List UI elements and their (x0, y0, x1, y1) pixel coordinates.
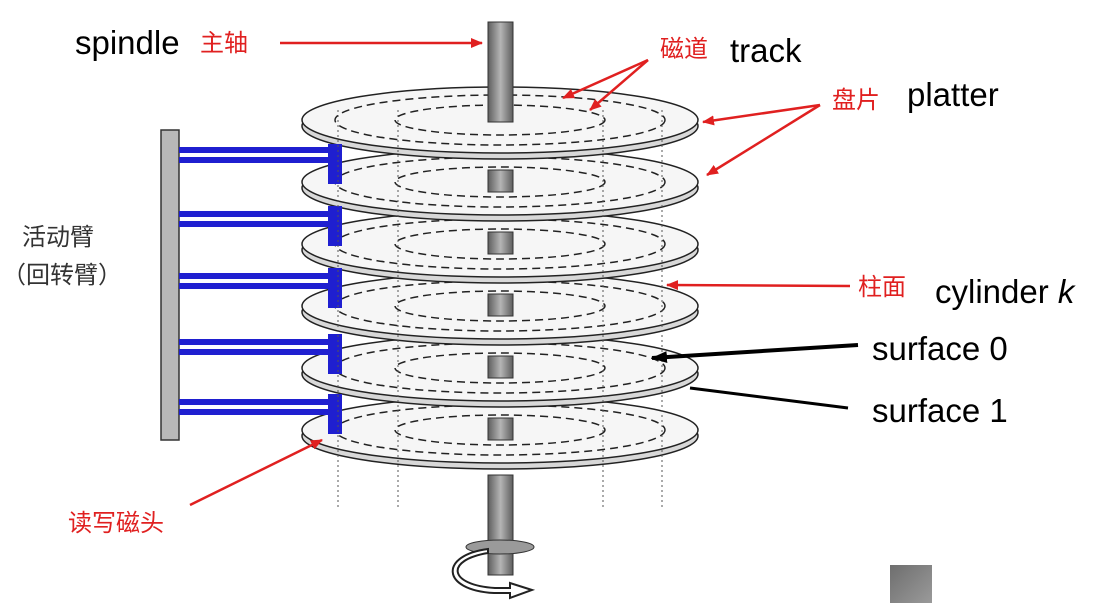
label-track-en: track (730, 32, 802, 69)
label-head-zh: 读写磁头 (68, 509, 164, 537)
label-cylinder-zh: 柱面 (858, 273, 906, 301)
track-inner (394, 228, 606, 260)
label-arm-zh-1: 活动臂 (22, 223, 94, 251)
label-track-zh: 磁道 (660, 35, 708, 63)
arm-6 (179, 339, 331, 345)
arm-9 (179, 409, 331, 415)
arm-8 (179, 399, 331, 405)
label-platter-en: platter (907, 76, 999, 113)
label-platter-zh: 盘片 (832, 86, 880, 114)
arm-1 (179, 157, 331, 163)
track-inner (394, 290, 606, 322)
label-spindle-zh: 主轴 (200, 29, 248, 57)
arm-3 (179, 221, 331, 227)
platter-arrow-1 (702, 103, 821, 126)
annotation-arrows (189, 38, 851, 507)
label-cylinder-var: k (1058, 273, 1076, 310)
platter-stack (301, 86, 699, 470)
actuator-bar (160, 129, 180, 441)
surface1-line (689, 386, 849, 410)
track-inner (394, 414, 606, 446)
read-write-head-3 (328, 334, 342, 374)
label-spindle-en: spindle (75, 24, 180, 61)
spindle-segment (487, 231, 514, 255)
spindle-shaft-top (487, 21, 514, 123)
arm-5 (179, 283, 331, 289)
platter-4 (301, 334, 699, 408)
arm-7 (179, 349, 331, 355)
head-arrow (189, 438, 323, 507)
label-surface1: surface 1 (872, 392, 1008, 429)
read-write-head-1 (328, 206, 342, 246)
read-write-head-2 (328, 268, 342, 308)
platter-2 (301, 210, 699, 284)
read-write-head-0 (328, 144, 342, 184)
read-write-head-4 (328, 394, 342, 434)
track-inner (394, 166, 606, 198)
track-arrow-1 (562, 58, 649, 100)
track-arrow-2 (589, 59, 649, 111)
arm-4 (179, 273, 331, 279)
arm-2 (179, 211, 331, 217)
cylinder-arrow (666, 280, 851, 291)
rotation-arrow-icon (451, 547, 536, 600)
platter-1 (301, 148, 699, 222)
spindle-segment (487, 293, 514, 317)
spindle-segment (487, 355, 514, 379)
surface0-arrow (651, 343, 859, 364)
label-surface0: surface 0 (872, 330, 1008, 367)
platter-5 (301, 396, 699, 470)
label-cylinder-en: cylinder k (935, 273, 1076, 310)
cylinder-guides (337, 110, 663, 510)
track-inner (394, 352, 606, 384)
spindle-segment (487, 169, 514, 193)
platter-arrow-2 (706, 103, 821, 177)
corner-thumbnail (890, 565, 932, 603)
spindle-segment (487, 417, 514, 441)
track-inner (394, 104, 606, 136)
label-arm-zh-2: （回转臂） (2, 261, 122, 289)
spindle-shaft-bottom (487, 474, 514, 576)
platter-3 (301, 272, 699, 346)
arm-0 (179, 147, 331, 153)
